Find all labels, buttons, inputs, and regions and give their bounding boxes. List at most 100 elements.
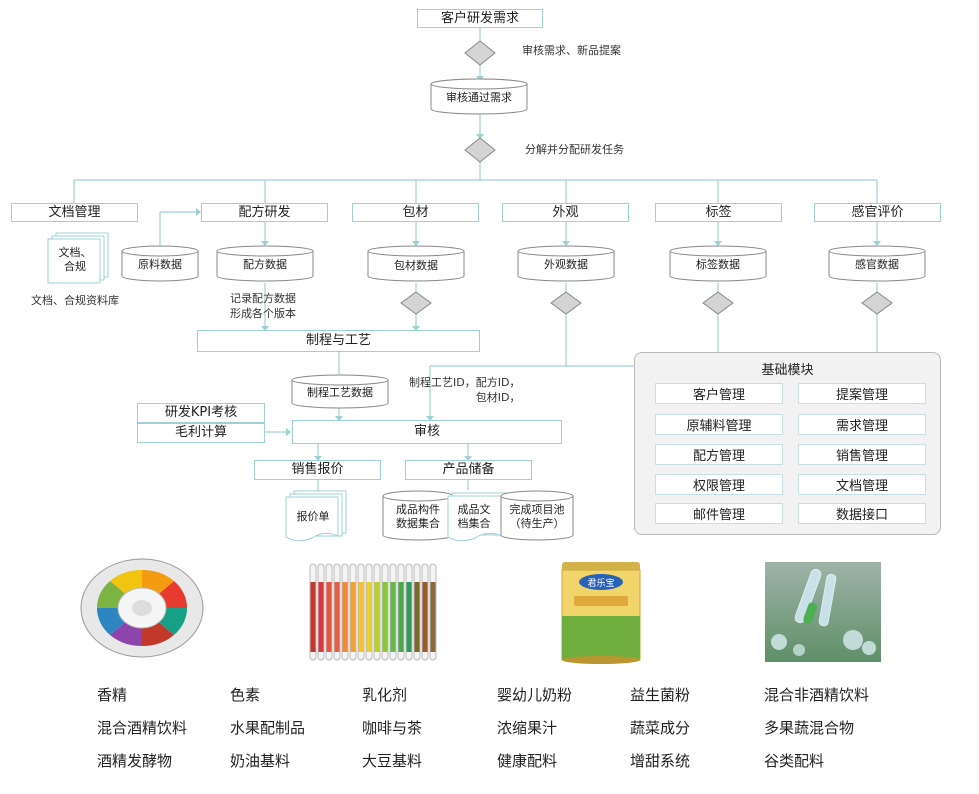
branch-formula-rd[interactable]: 配方研发 — [201, 203, 328, 222]
tube-liquid — [350, 582, 356, 652]
tube-liquid — [310, 582, 316, 652]
kpi-box[interactable]: 研发KPI考核 — [137, 403, 265, 423]
category-item: 蔬菜成分 — [630, 719, 691, 737]
decision-diamond-pack — [400, 291, 432, 315]
approved-cylinder[interactable]: 审核通过需求 — [430, 78, 528, 116]
pack-data-cylinder[interactable]: 包材数据 — [367, 245, 465, 283]
cylinder-shape — [291, 374, 389, 409]
sense-data-cylinder[interactable]: 感官数据 — [828, 245, 926, 283]
formula-data-cylinder[interactable]: 配方数据 — [216, 245, 314, 283]
formula-note-label: 记录配方数据 形成各个版本 — [230, 292, 296, 320]
decision-diamond-sense — [861, 291, 893, 315]
tube-liquid — [326, 582, 332, 652]
process-data-label: 制程工艺数据 — [307, 386, 373, 399]
sense-data-label: 感官数据 — [855, 258, 899, 271]
label-data-label: 标签数据 — [696, 258, 740, 271]
raw-data-cylinder[interactable]: 原料数据 — [121, 245, 199, 283]
category-item: 水果配制品 — [230, 719, 306, 737]
cylinder-shape — [367, 245, 465, 282]
branch-label[interactable]: 标签 — [655, 203, 782, 222]
tube-liquid — [390, 582, 396, 652]
doc-library-label: 文档、合规资料库 — [31, 294, 119, 307]
approved-label: 审核通过需求 — [446, 91, 512, 104]
ids-note-label: 制程工艺ID，配方ID， 包材ID， — [409, 376, 521, 404]
tube-liquid — [358, 582, 364, 652]
category-item: 健康配料 — [497, 752, 558, 770]
category-item: 谷类配料 — [764, 752, 825, 770]
category-item: 益生菌粉 — [630, 686, 691, 704]
doc-stack-icon: 文档、 合规 — [46, 232, 112, 284]
doc-files-label: 文档、 合规 — [58, 246, 92, 274]
decision-diamond-review — [464, 40, 496, 66]
look-data-cylinder[interactable]: 外观数据 — [517, 245, 615, 283]
module-permission[interactable]: 权限管理 — [655, 474, 783, 495]
color-pigment-tubes-image — [306, 560, 438, 664]
decision-diamond-look — [550, 291, 582, 315]
customer-request-box[interactable]: 客户研发需求 — [417, 9, 543, 28]
cylinder-shape — [669, 245, 767, 282]
module-document[interactable]: 文档管理 — [798, 474, 926, 495]
category-item: 乳化剂 — [362, 686, 408, 704]
base-modules-panel: 基础模块 客户管理 提案管理 原辅料管理 需求管理 配方管理 销售管理 权限管理… — [634, 352, 941, 535]
tube-liquid — [398, 582, 404, 652]
category-item: 大豆基料 — [362, 752, 423, 770]
branch-doc-management[interactable]: 文档管理 — [11, 203, 138, 222]
lab-test-tubes-image — [765, 562, 881, 662]
module-mail[interactable]: 邮件管理 — [655, 503, 783, 524]
tube-liquid — [382, 582, 388, 652]
product-doc-label: 成品文 档集合 — [457, 503, 491, 531]
module-customer[interactable]: 客户管理 — [655, 383, 783, 404]
sales-quote-box[interactable]: 销售报价 — [254, 460, 381, 480]
margin-box[interactable]: 毛利计算 — [137, 423, 265, 443]
cylinder-shape — [828, 245, 926, 282]
category-item: 浓缩果汁 — [497, 719, 558, 737]
cylinder-shape — [216, 245, 314, 282]
milk-powder-can-image: 君乐宝 — [560, 560, 642, 666]
base-modules-title: 基础模块 — [761, 363, 814, 378]
category-item: 香精 — [97, 686, 128, 704]
component-data-cylinder[interactable]: 成品构件 数据集合 — [382, 490, 454, 542]
category-item: 咖啡与茶 — [362, 719, 423, 737]
cylinder-shape — [517, 245, 615, 282]
audit-box[interactable]: 审核 — [292, 420, 562, 444]
raw-data-label: 原料数据 — [138, 258, 182, 271]
tube-liquid — [430, 582, 436, 652]
category-item: 多果蔬混合物 — [764, 719, 855, 737]
product-store-box[interactable]: 产品储备 — [405, 460, 532, 480]
tube-liquid — [414, 582, 420, 652]
branch-appearance[interactable]: 外观 — [502, 203, 629, 222]
branch-packaging[interactable]: 包材 — [352, 203, 479, 222]
product-doc-icon: 成品文 档集合 — [444, 492, 510, 544]
label-data-cylinder[interactable]: 标签数据 — [669, 245, 767, 283]
category-item: 色素 — [230, 686, 261, 704]
can-brand-text: 君乐宝 — [587, 577, 614, 589]
quote-doc-icon: 报价单 — [282, 490, 350, 542]
tube-liquid — [422, 582, 428, 652]
tube-liquid — [374, 582, 380, 652]
project-pool-cylinder[interactable]: 完成项目池 （待生产） — [500, 490, 574, 542]
module-data-interface[interactable]: 数据接口 — [798, 503, 926, 524]
pack-data-label: 包材数据 — [394, 259, 438, 272]
category-item: 混合非酒精饮料 — [764, 686, 870, 704]
branch-sensory[interactable]: 感官评价 — [814, 203, 941, 222]
category-item: 混合酒精饮料 — [97, 719, 188, 737]
decision-diamond-dispatch — [464, 137, 496, 163]
category-item: 奶油基料 — [230, 752, 291, 770]
review-label: 审核需求、新品提案 — [522, 44, 621, 57]
category-item: 增甜系统 — [630, 752, 691, 770]
module-materials[interactable]: 原辅料管理 — [655, 414, 783, 435]
process-data-cylinder[interactable]: 制程工艺数据 — [291, 374, 389, 410]
module-proposal[interactable]: 提案管理 — [798, 383, 926, 404]
module-requirement[interactable]: 需求管理 — [798, 414, 926, 435]
tube-liquid — [334, 582, 340, 652]
tube-liquid — [342, 582, 348, 652]
decision-diamond-label — [702, 291, 734, 315]
cylinder-shape — [430, 78, 528, 115]
module-formula[interactable]: 配方管理 — [655, 444, 783, 465]
cylinder-shape — [121, 245, 199, 282]
flavor-wheel-image — [80, 558, 204, 658]
module-sales[interactable]: 销售管理 — [798, 444, 926, 465]
process-box[interactable]: 制程与工艺 — [197, 330, 480, 352]
formula-data-label: 配方数据 — [243, 258, 287, 271]
